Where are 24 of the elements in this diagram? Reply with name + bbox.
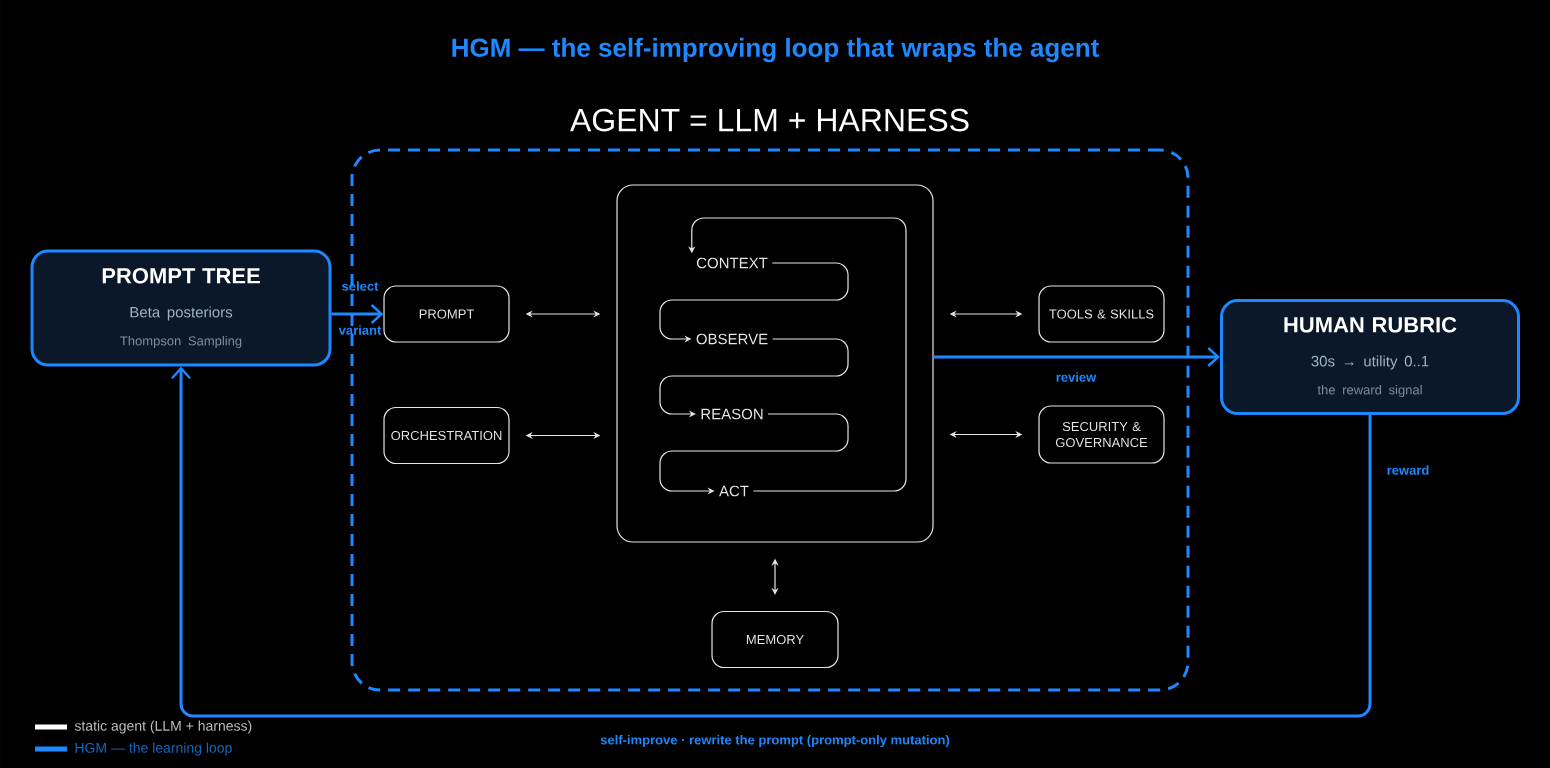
panel-box: PROMPT TREE Beta posteriors Thompson Sampling	[30, 249, 332, 367]
step-label: CONTEXT	[696, 257, 768, 269]
component-box: TOOLS & SKILLS	[1038, 285, 1165, 343]
arrow-label: select	[342, 281, 379, 291]
component-box: MEMORY	[711, 610, 839, 669]
group-heading: AGENT = LLM + HARNESS	[570, 108, 969, 132]
loop-frame	[616, 184, 934, 543]
component-box: SECURITY & GOVERNANCE	[1038, 405, 1165, 464]
panel-box: HUMAN RUBRIC 30s → utility 0..1 the reward signal	[1220, 299, 1520, 415]
arrow-label: variant	[338, 325, 382, 335]
component-box: ORCHESTRATION	[383, 406, 510, 465]
legend-text: static agent (LLM + harness)	[74, 720, 252, 734]
title: HGM — the self-improving loop that wraps the agent	[452, 37, 1099, 63]
arrow	[933, 347, 1220, 367]
arrow	[331, 304, 384, 324]
legend-text: HGM — the learning loop	[75, 742, 232, 756]
step-label: ACT	[719, 485, 749, 497]
edge-label: reward	[1384, 463, 1432, 477]
component-box: PROMPT	[383, 285, 510, 343]
arrow	[171, 366, 1372, 718]
step-label: REASON	[701, 408, 763, 420]
arrow-label: self-improve · rewrite the prompt (prompt-only mutation)	[600, 734, 950, 748]
step-label: OBSERVE	[696, 333, 768, 345]
edge-label: review	[1053, 370, 1099, 384]
